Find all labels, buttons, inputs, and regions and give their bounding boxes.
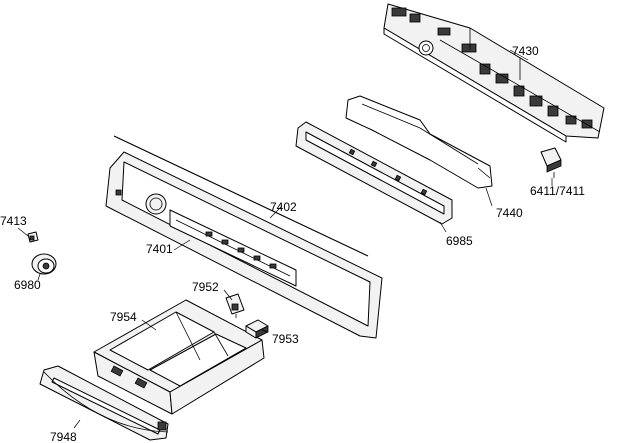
label-7401: 7401 (146, 242, 173, 256)
part-7948-drawer-front (39, 365, 169, 441)
part-6980-knob (31, 253, 57, 275)
part-7953-cap (245, 319, 269, 339)
part-7440-inner-plate (345, 95, 493, 189)
label-7440: 7440 (496, 206, 523, 220)
label-6411-7411: 6411/7411 (530, 184, 585, 198)
panel-button-row (205, 231, 277, 269)
leader-lines (17, 49, 553, 429)
label-7948: 7948 (50, 430, 77, 443)
label-7954: 7954 (110, 310, 137, 324)
part-6985-display-frame (295, 121, 453, 225)
label-6980: 6980 (14, 278, 41, 292)
label-7402: 7402 (270, 200, 297, 214)
part-7952-siphon-cap (225, 293, 245, 318)
label-6985: 6985 (446, 234, 473, 248)
label-7952: 7952 (192, 280, 219, 294)
part-7413-clip (27, 231, 39, 243)
part-7402-strip (113, 135, 369, 257)
part-7401-control-panel (105, 151, 383, 339)
label-7953: 7953 (272, 332, 299, 346)
part-7954-drawer-box (93, 299, 265, 415)
part-7430-electronic-module (383, 3, 605, 143)
label-7413: 7413 (0, 214, 27, 228)
part-6411-7411-connector (540, 147, 562, 178)
label-7430: 7430 (512, 44, 539, 58)
